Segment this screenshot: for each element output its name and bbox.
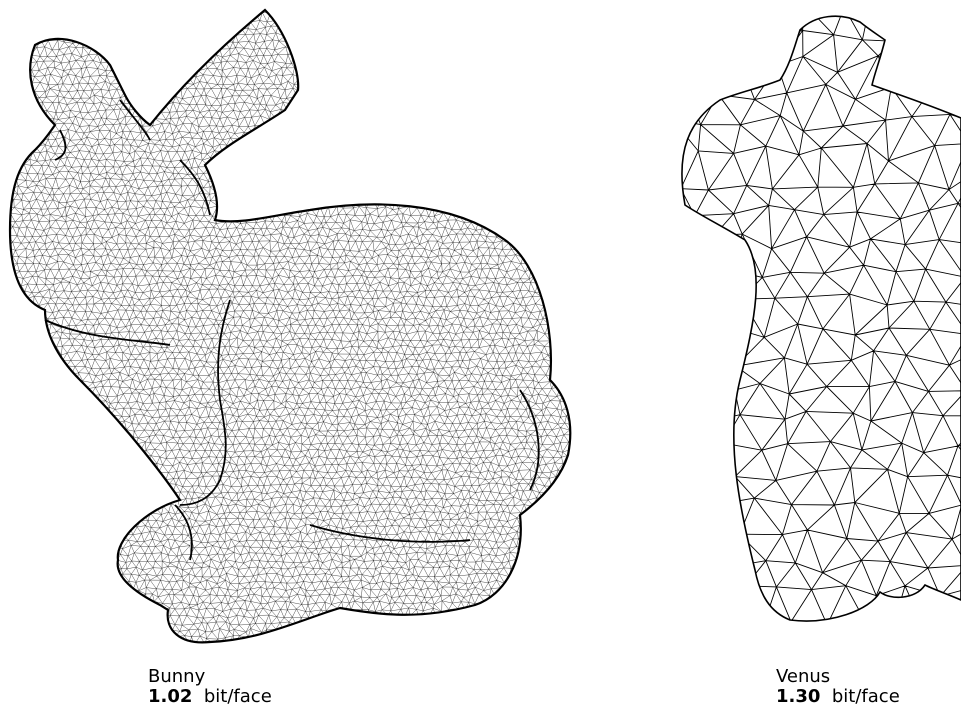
bunny-model-name: Bunny (148, 667, 272, 687)
venus-model-name: Venus (776, 667, 900, 687)
bunny-mesh-edges (0, 0, 598, 653)
venus-bitrate-value: 1.30 (776, 686, 820, 707)
bunny-bitrate-value: 1.02 (148, 686, 192, 707)
venus-rate-line: 1.30 bit/face (776, 687, 900, 707)
bunny-bitrate-unit: bit/face (204, 686, 272, 707)
bunny-caption: Bunny 1.02 bit/face (148, 667, 272, 707)
bunny-rate-line: 1.02 bit/face (148, 687, 272, 707)
venus-mesh-edges (668, 0, 961, 661)
venus-bitrate-unit: bit/face (832, 686, 900, 707)
venus-caption: Venus 1.30 bit/face (776, 667, 900, 707)
